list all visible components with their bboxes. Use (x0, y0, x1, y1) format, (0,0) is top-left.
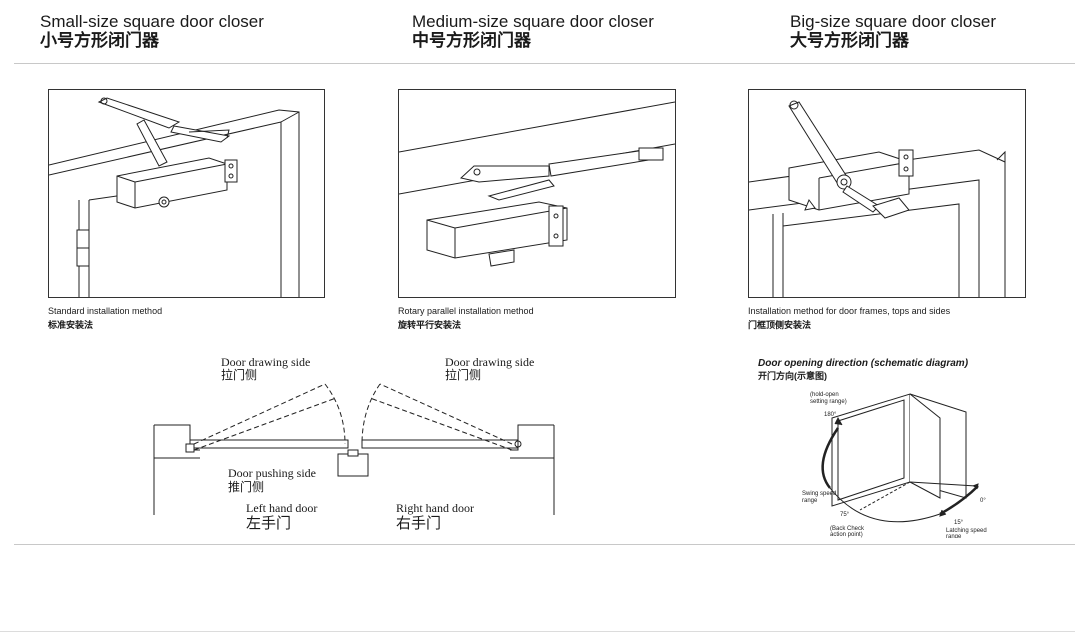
right-hand-door-zh: 右手门 (396, 516, 442, 532)
right-drawing-side-zh: 拉门侧 (445, 368, 482, 382)
latching-2: range (946, 534, 962, 538)
right-door-leaf (361, 439, 518, 449)
big-closer-drawing (748, 100, 1006, 297)
header-divider (14, 63, 1075, 64)
title-big-zh: 大号方形闭门器 (790, 31, 909, 50)
left-drawing-side-en: Door drawing side (221, 355, 311, 369)
caption-small-zh: 标准安装法 (48, 320, 94, 330)
hold-open-1: (hold-open (810, 392, 839, 398)
caption-small-en: Standard installation method (48, 306, 163, 316)
right-hand-door-en: Right hand door (396, 501, 474, 515)
hold-open-2: setting range) (810, 399, 847, 405)
deg-75: 75° (840, 512, 850, 518)
left-drawing-side: Door drawing side 拉门侧 (221, 356, 310, 382)
right-drawing-side-en: Door drawing side (445, 355, 535, 369)
page-edge (0, 631, 1075, 632)
pushing-side-zh: 推门侧 (228, 480, 265, 494)
header-big: Big-size square door closer 大号方形闭门器 (790, 12, 996, 50)
title-small-en: Small-size square door closer (40, 12, 264, 31)
deg-15: 15° (954, 520, 964, 526)
medium-closer-drawing (398, 101, 676, 267)
swing-speed-2: range (802, 498, 818, 504)
small-closer-illustration (48, 89, 325, 298)
back-check-1: (Back Check (830, 526, 865, 532)
swing-speed-1: Swing speed (802, 491, 836, 497)
right-hand-door: Right hand door 右手门 (396, 500, 474, 532)
direction-diagram: (hold-open setting range) 180° Swing spe… (802, 392, 987, 538)
caption-big: Installation method for door frames, top… (748, 304, 950, 332)
deg-180: 180° (824, 412, 837, 418)
bottom-divider (14, 544, 1075, 545)
latching-1: Latching speed (946, 528, 987, 534)
left-hand-door-en: Left hand door (246, 501, 318, 515)
door-panel-mid (909, 393, 941, 499)
direction-title-zh: 开门方向(示意图) (758, 371, 827, 381)
deg-0: 0° (980, 498, 986, 504)
direction-title-en: Door opening direction (schematic diagra… (758, 358, 969, 369)
caption-big-zh: 门框顶侧安装法 (748, 320, 812, 330)
right-drawing-side: Door drawing side 拉门侧 (445, 356, 534, 382)
left-drawing-side-zh: 拉门侧 (221, 368, 258, 382)
swing-diagram (153, 383, 555, 515)
big-closer-illustration (748, 89, 1026, 298)
left-door-leaf (189, 439, 349, 449)
title-medium-zh: 中号方形闭门器 (412, 31, 531, 50)
pushing-side-en: Door pushing side (228, 466, 316, 480)
caption-medium: Rotary parallel installation method 旋转平行… (398, 304, 534, 332)
pushing-side: Door pushing side 推门侧 (228, 466, 316, 494)
caption-small: Standard installation method 标准安装法 (48, 304, 162, 332)
left-hand-door: Left hand door 左手门 (246, 500, 317, 532)
left-hand-door-zh: 左手门 (246, 516, 292, 532)
direction-title: Door opening direction (schematic diagra… (758, 358, 968, 382)
back-check-2: action point) (830, 532, 863, 538)
caption-big-en: Installation method for door frames, top… (748, 306, 951, 316)
title-big-en: Big-size square door closer (790, 12, 996, 31)
small-closer-drawing (48, 97, 300, 297)
caption-medium-en: Rotary parallel installation method (398, 306, 534, 316)
header-medium: Medium-size square door closer 中号方形闭门器 (412, 12, 654, 50)
title-medium-en: Medium-size square door closer (412, 12, 654, 31)
center-jamb (337, 453, 369, 477)
title-small-zh: 小号方形闭门器 (40, 31, 159, 50)
header-small: Small-size square door closer 小号方形闭门器 (40, 12, 264, 50)
caption-medium-zh: 旋转平行安装法 (398, 320, 462, 330)
medium-closer-illustration (398, 89, 676, 298)
